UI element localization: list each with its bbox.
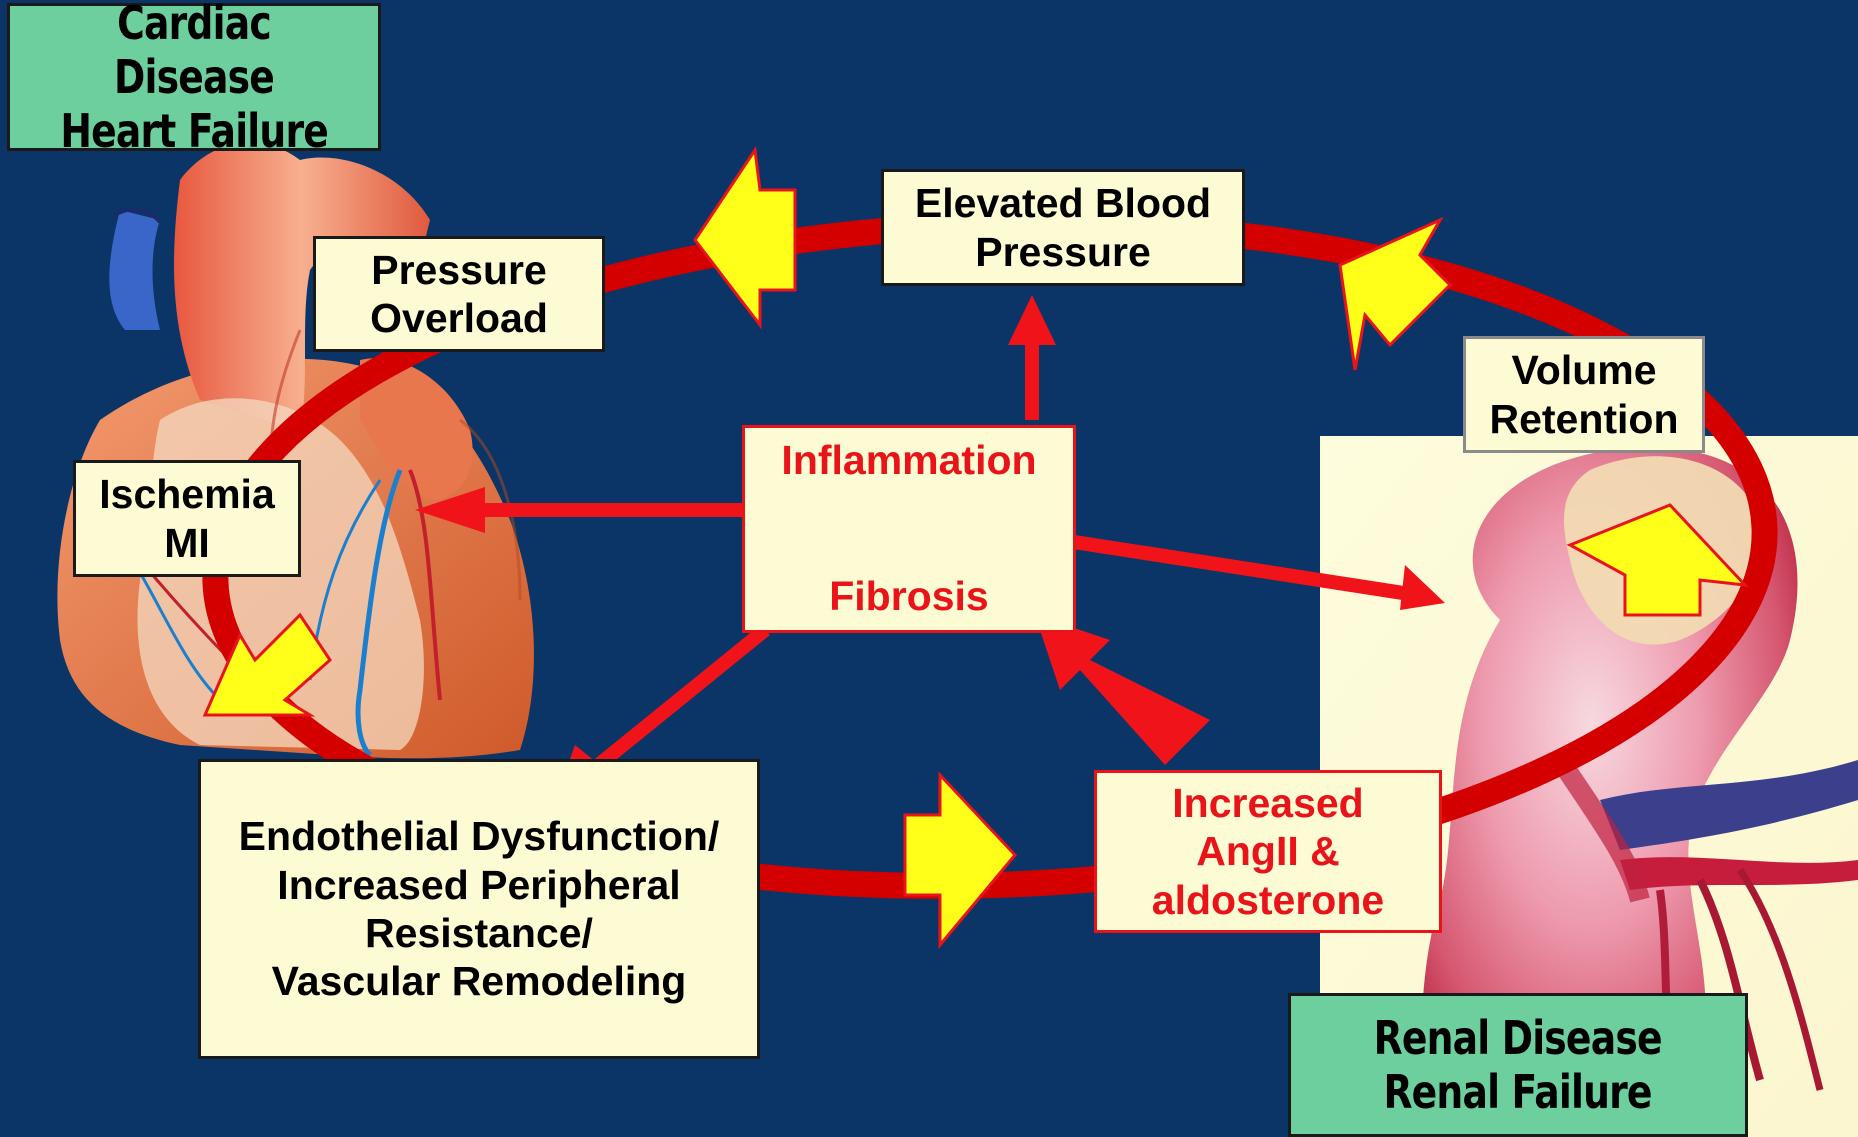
elevated-bp-line1: Elevated Blood [915,179,1211,227]
renal-label-line1: Renal Disease [1374,1011,1662,1065]
volume-retention-box: Volume Retention [1463,336,1705,453]
inflammation-fibrosis-box: Inflammation Fibrosis [742,425,1076,633]
arrow-yellow-bottom [905,775,1015,945]
ischemia-box: Ischemia MI [73,460,301,577]
endothelial-line1: Endothelial Dysfunction/ [239,812,720,860]
cardiac-label: Cardiac Disease Heart Failure [7,3,381,151]
pressure-overload-line1: Pressure [371,246,547,294]
cardiac-label-line1: Cardiac Disease [43,0,345,104]
elevated-bp-line2: Pressure [975,228,1151,276]
renal-label: Renal Disease Renal Failure [1288,993,1748,1137]
angii-aldosterone-box: Increased AngII & aldosterone [1094,770,1442,933]
endothelial-line2: Increased Peripheral [277,861,680,909]
arrow-yellow-top [695,150,795,325]
volume-retention-line2: Retention [1489,395,1678,443]
angii-line3: aldosterone [1152,876,1384,924]
ischemia-line2: MI [164,519,210,567]
renal-label-line2: Renal Failure [1384,1065,1652,1119]
angii-line2: AngII & [1196,827,1339,875]
endothelial-box: Endothelial Dysfunction/ Increased Perip… [198,759,760,1059]
inflammation-text: Inflammation [781,436,1036,484]
arrow-angii-to-center [1035,615,1210,765]
angii-line1: Increased [1172,779,1363,827]
ischemia-line1: Ischemia [99,470,275,518]
volume-retention-line1: Volume [1511,346,1656,394]
pressure-overload-box: Pressure Overload [313,236,605,352]
endothelial-line3: Resistance/ [365,909,593,957]
cardiac-label-line2: Heart Failure [60,104,328,158]
endothelial-line4: Vascular Remodeling [272,957,687,1005]
fibrosis-text: Fibrosis [829,572,988,620]
pressure-overload-line2: Overload [370,294,548,342]
elevated-bp-box: Elevated Blood Pressure [881,169,1245,286]
